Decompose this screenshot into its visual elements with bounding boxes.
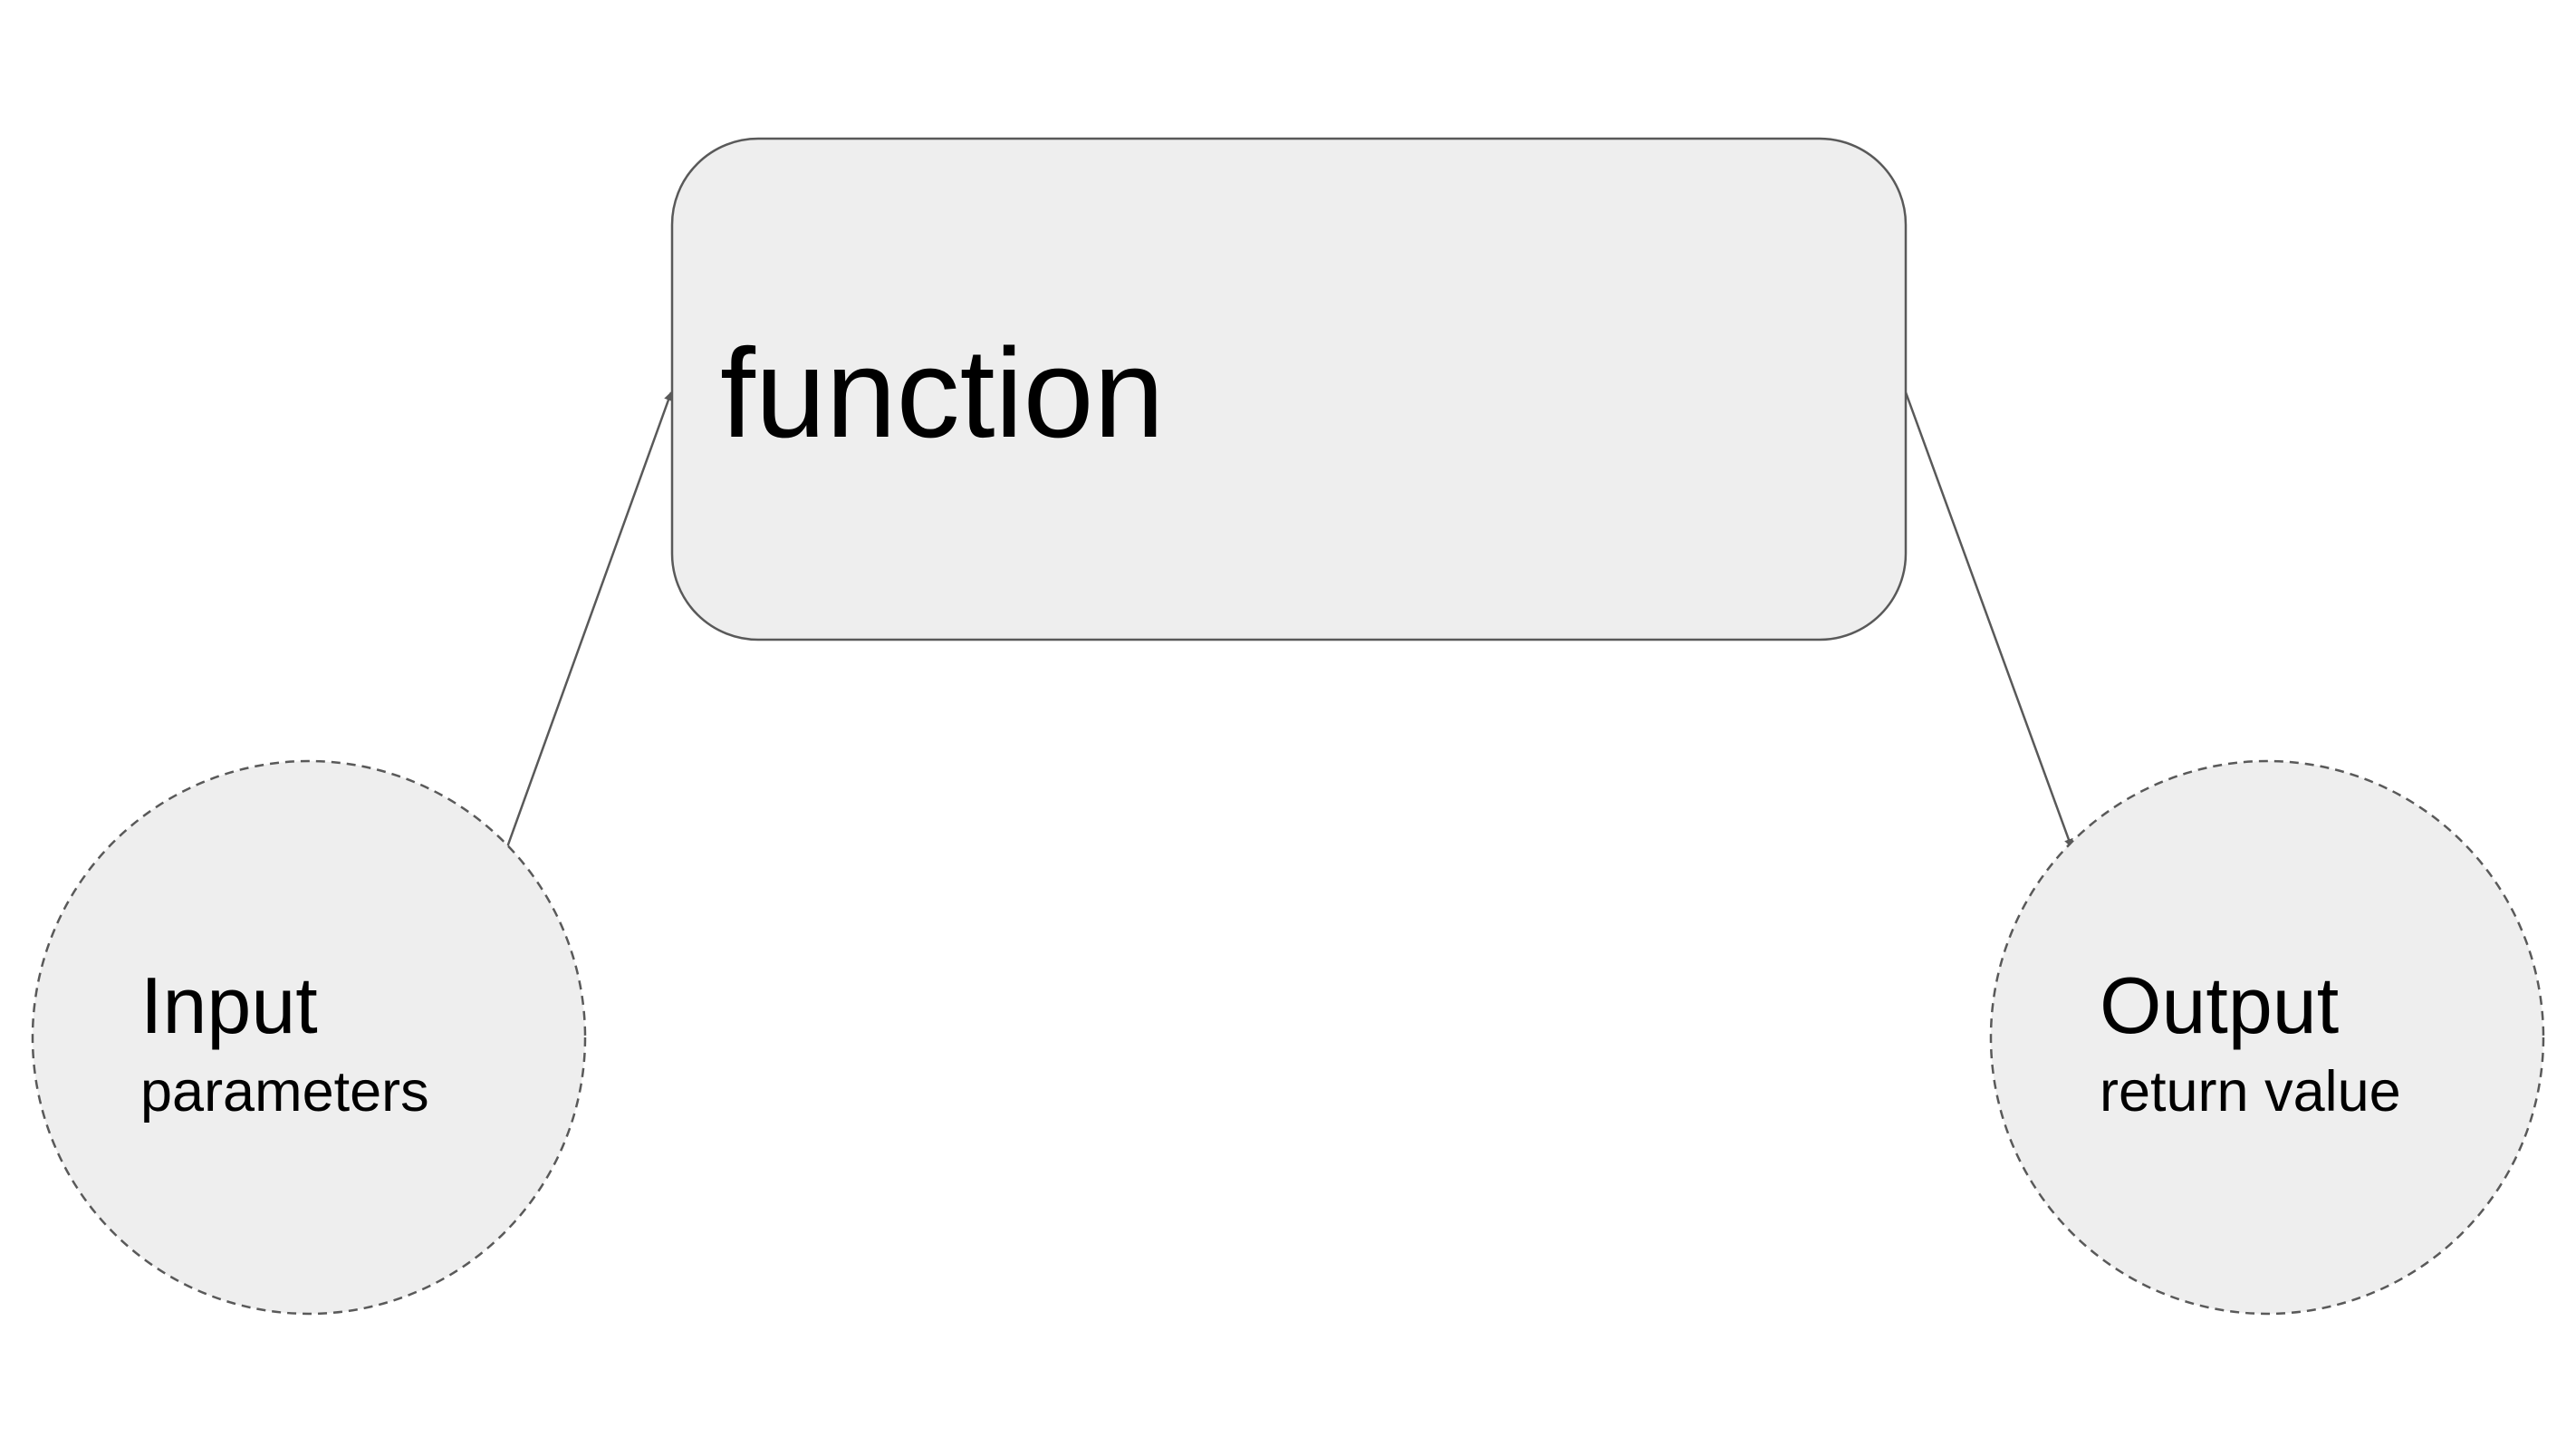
function-node: function [670,137,1908,641]
output-circle [1989,759,2545,1316]
output-label: Output [2100,960,2339,1050]
input-sublabel: parameters [140,1060,429,1124]
output-sublabel: return value [2100,1060,2401,1124]
function-box [670,137,1908,641]
function-label: function [720,322,1164,464]
input-circle [31,759,587,1316]
edge-function-to-output [1904,391,2073,848]
input-label: Input [140,960,318,1050]
edge-input-to-function [505,391,673,848]
output-node: Output return value [1989,759,2545,1316]
input-node: Input parameters [31,759,587,1316]
